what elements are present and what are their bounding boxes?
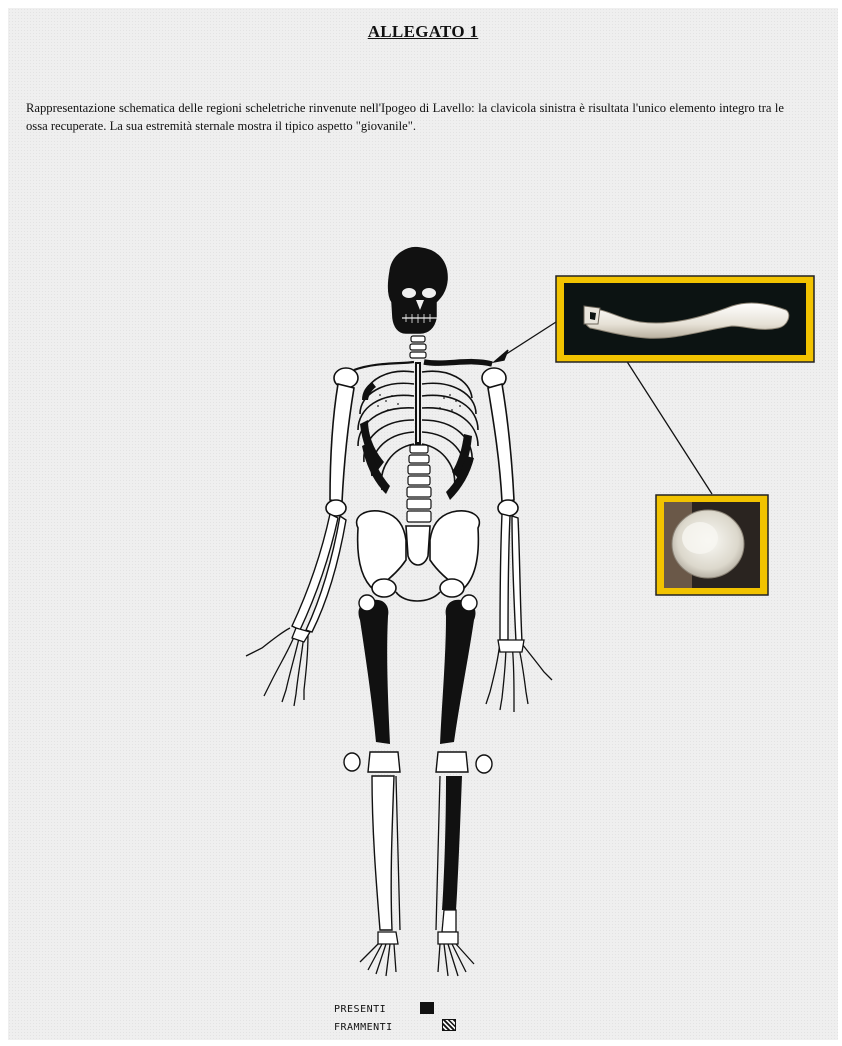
feet — [360, 932, 474, 976]
legend-present-swatch — [420, 1002, 434, 1014]
pelvis — [357, 511, 480, 601]
skull — [389, 248, 447, 333]
legend-fragments-label: FRAMMENTI — [334, 1022, 393, 1033]
hands — [246, 628, 552, 712]
legend-fragments-swatch — [442, 1019, 456, 1031]
sternal-end-photo — [656, 495, 768, 595]
femurs — [359, 595, 478, 744]
clavicle-left-present — [424, 362, 492, 364]
legend-present-label: PRESENTI — [334, 1004, 386, 1015]
clavicle-photo — [556, 276, 814, 362]
knees — [344, 752, 492, 773]
lower-legs — [372, 776, 462, 932]
clavicle-right-outline — [354, 362, 414, 370]
